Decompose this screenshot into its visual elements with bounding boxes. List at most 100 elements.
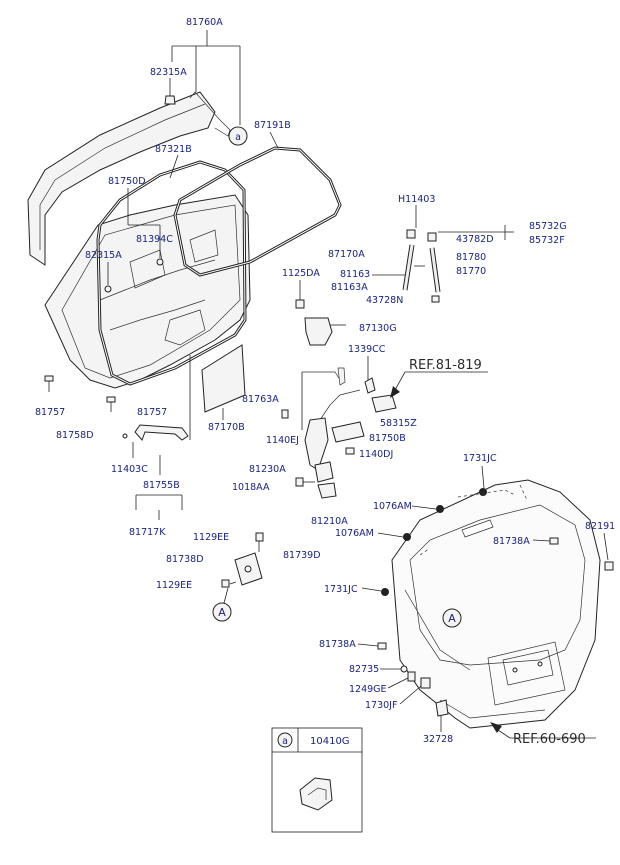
clip-82315A-mid <box>104 285 112 293</box>
detail-box-10410G <box>271 727 363 833</box>
screw-81757-left <box>44 375 54 392</box>
label-1076AM-a: 1076AM <box>373 501 412 512</box>
marker-a-box-text: a <box>282 736 288 747</box>
gas-strut-81770 <box>427 232 441 303</box>
label-81770: 81770 <box>456 266 486 277</box>
bumper-1076AM-a <box>436 505 444 513</box>
label-81757-right: 81757 <box>137 407 167 418</box>
bolt-1249GE <box>407 671 416 682</box>
label-81738D: 81738D <box>166 554 204 565</box>
latch-bracket-58315Z <box>364 356 397 413</box>
clip-82315A-top <box>164 95 176 105</box>
label-10410G: 10410G <box>310 736 350 747</box>
inner-trim-panel <box>44 194 251 389</box>
stop-82191 <box>604 561 614 571</box>
label-81750D: 81750D <box>108 176 146 187</box>
label-58315Z: 58315Z <box>380 418 417 429</box>
label-85732F: 85732F <box>529 235 565 246</box>
plug-1730JF <box>420 677 431 689</box>
label-1076AM-b: 1076AM <box>335 528 374 539</box>
ref-81-819-arrow <box>390 371 488 398</box>
label-1339CC: 1339CC <box>348 344 386 355</box>
cover-87170B <box>201 344 246 413</box>
label-87130G: 87130G <box>359 323 397 334</box>
label-81755B: 81755B <box>143 480 180 491</box>
leader-82191 <box>603 532 609 561</box>
ref-60-690-arrow <box>490 722 596 739</box>
label-81780: 81780 <box>456 252 486 263</box>
label-H11403: H11403 <box>398 194 435 205</box>
leader-81738A-top <box>532 539 551 542</box>
leader-1731JC-left <box>361 587 382 592</box>
label-82191: 82191 <box>585 521 615 532</box>
label-1140EJ: 1140EJ <box>266 435 299 446</box>
label-81230A: 81230A <box>249 464 286 475</box>
bumper-81738A-top <box>549 537 559 545</box>
label-43728N: 43728N <box>366 295 403 306</box>
label-81738A-top: 81738A <box>493 536 530 547</box>
label-32728: 32728 <box>423 734 453 745</box>
marker-A-left <box>212 602 232 622</box>
label-1730JF: 1730JF <box>365 700 397 711</box>
label-1018AA: 1018AA <box>232 482 270 493</box>
label-81394C: 81394C <box>136 234 173 245</box>
label-1249GE: 1249GE <box>349 684 387 695</box>
label-81163: 81163 <box>340 269 370 280</box>
hinge-dash-2 <box>519 484 528 501</box>
label-1129EE-a: 1129EE <box>193 532 229 543</box>
leader-81738A-left <box>357 643 379 647</box>
label-1125DA: 1125DA <box>282 268 320 279</box>
label-81163A: 81163A <box>331 282 368 293</box>
screw-81757-right <box>106 396 116 412</box>
label-1140DJ: 1140DJ <box>359 449 393 460</box>
lock-actuator-87130G <box>295 280 346 346</box>
tailgate-panel <box>391 479 601 729</box>
label-81750B: 81750B <box>369 433 406 444</box>
label-81758D: 81758D <box>56 430 94 441</box>
marker-a-upper-text: a <box>235 132 241 143</box>
plug-1731JC-top <box>479 488 487 496</box>
label-REF-81-819: REF.81-819 <box>409 358 482 373</box>
label-81760A: 81760A <box>186 17 223 28</box>
leader-1730JF <box>399 685 422 705</box>
label-81757-left: 81757 <box>35 407 65 418</box>
label-81717K: 81717K <box>129 527 166 538</box>
upper-trim-panel <box>27 91 231 266</box>
bumper-32728 <box>435 699 449 717</box>
plug-1731JC-left <box>381 588 389 596</box>
label-82735: 82735 <box>349 664 379 675</box>
marker-A-glass <box>442 608 462 628</box>
plug-82735 <box>400 665 408 673</box>
hinge-dash-1 <box>457 489 516 498</box>
label-1731JC-top: 1731JC <box>463 453 497 464</box>
label-82315A-mid: 82315A <box>85 250 122 261</box>
leader-87321B <box>169 154 179 179</box>
marker-A-glass-text: A <box>448 612 456 625</box>
pull-handle-81755B <box>122 424 189 475</box>
leader-1731JC-top <box>481 465 485 489</box>
label-81210A: 81210A <box>311 516 348 527</box>
leader-1076AM-a <box>411 505 437 510</box>
label-1129EE-b: 1129EE <box>156 580 192 591</box>
leader-87191B <box>269 131 279 149</box>
bracket-81717K <box>135 494 183 520</box>
label-43782D: 43782D <box>456 234 494 245</box>
label-87170A: 87170A <box>328 249 365 260</box>
leader-1249GE <box>387 677 409 689</box>
label-11403C: 11403C <box>111 464 148 475</box>
striker-bracket-81738D <box>221 532 264 604</box>
label-81760A-leader <box>171 30 241 125</box>
label-81739D: 81739D <box>283 550 321 561</box>
label-81763A: 81763A <box>242 394 279 405</box>
label-REF-60-690: REF.60-690 <box>513 732 586 747</box>
marker-A-left-text: A <box>218 606 226 619</box>
clip-81394C <box>156 258 164 266</box>
label-87170B: 87170B <box>208 422 245 433</box>
label-81738A-left: 81738A <box>319 639 356 650</box>
bumper-1076AM-b <box>403 533 411 541</box>
marker-a-upper <box>228 126 248 146</box>
latch-rod-assembly <box>281 367 365 499</box>
gas-strut-81780 <box>402 229 416 291</box>
